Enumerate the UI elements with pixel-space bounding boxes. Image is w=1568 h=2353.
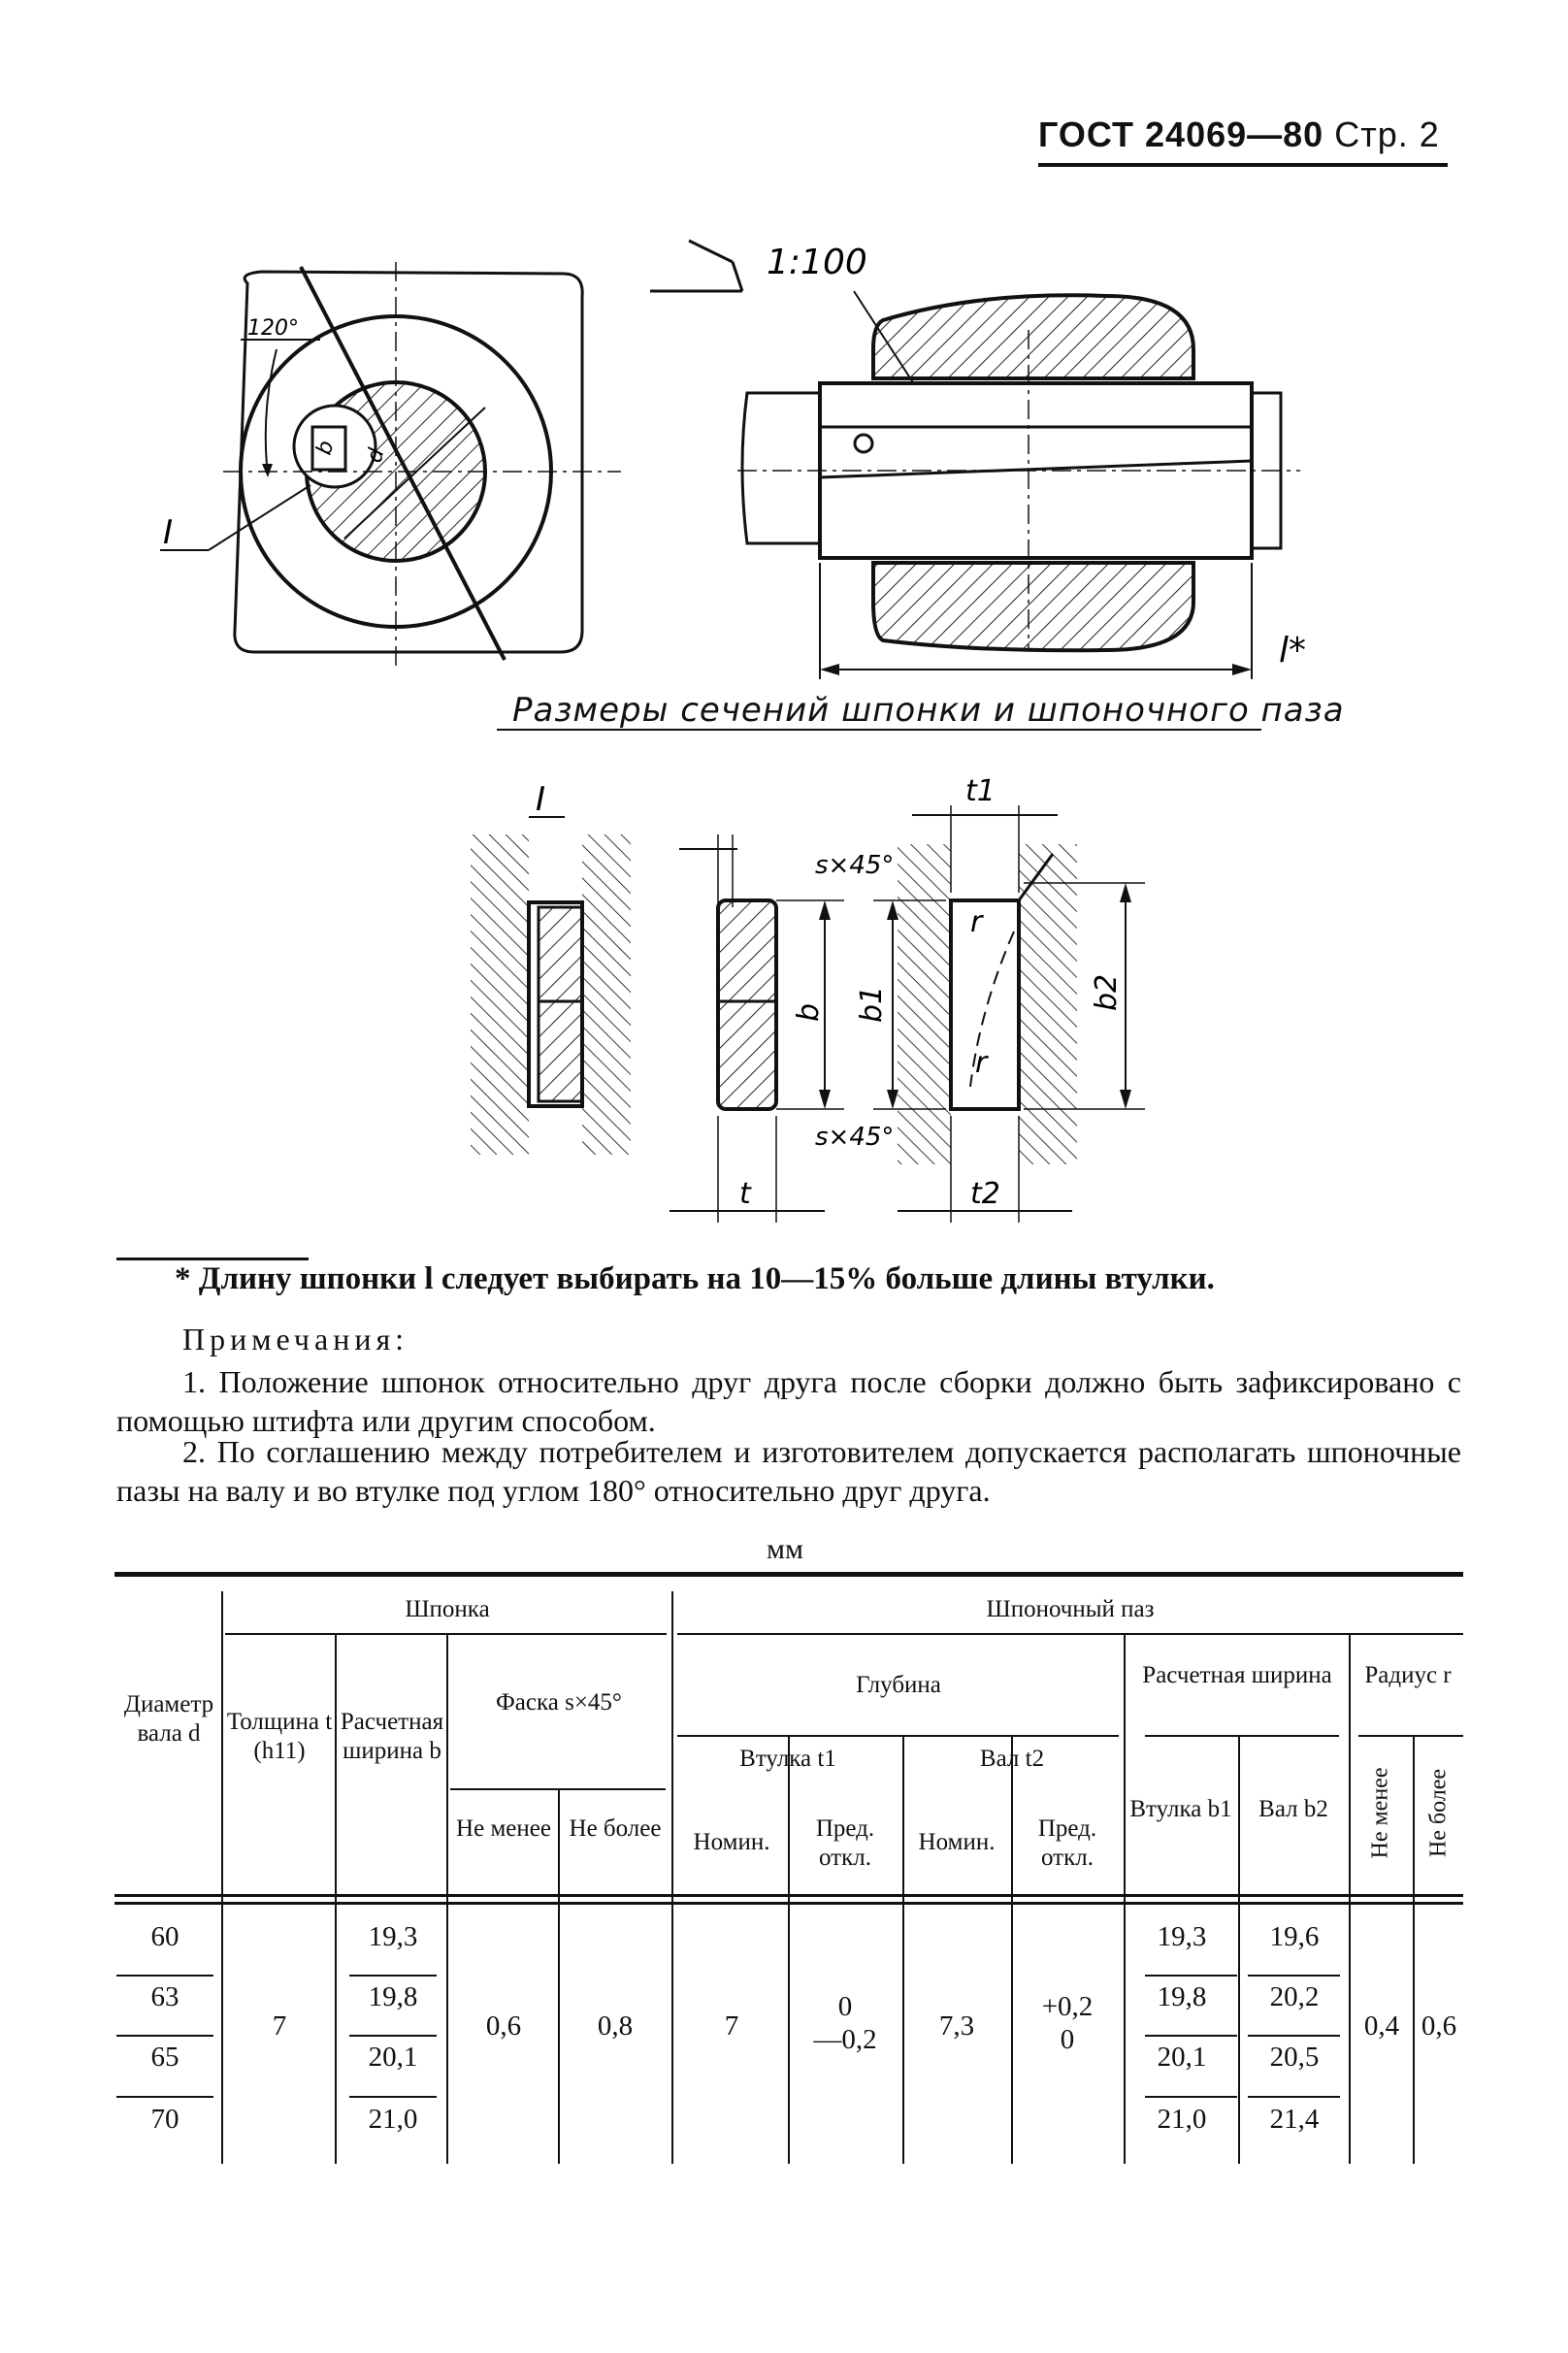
th-diameter: Диаметр вала d xyxy=(123,1691,214,1747)
th-shaft-b2: Вал b2 xyxy=(1258,1796,1328,1822)
gost-number: ГОСТ 24069—80 xyxy=(1038,114,1324,154)
th-calc-width-slot: Расчетная ширина xyxy=(1142,1662,1332,1688)
common-t: 7 xyxy=(272,2010,287,2042)
section-caption: Размеры сечений шпонки и шпоночного паза xyxy=(512,691,1345,730)
radius-top-label: r xyxy=(970,905,984,939)
th-shaft-t2: Вал t2 xyxy=(979,1746,1045,1772)
common-r-max: 0,6 xyxy=(1421,2010,1457,2042)
th-keyway: Шпоночный паз xyxy=(986,1596,1155,1622)
row-3-b1: 21,0 xyxy=(1157,2104,1207,2135)
row-3-b: 21,0 xyxy=(368,2104,418,2135)
row-2-b1: 20,1 xyxy=(1157,2042,1207,2073)
dim-t2-label: t2 xyxy=(970,1177,1000,1211)
th-bushing-b1: Втулка b1 xyxy=(1129,1796,1232,1822)
row-1-b2: 20,2 xyxy=(1269,1981,1320,2012)
length-label: l* xyxy=(1279,631,1306,670)
technical-drawing: 120° I b d 1:100 l* I xyxy=(160,239,1306,1223)
key-section: s×45° b s×45° t xyxy=(670,834,894,1223)
footnote: * Длину шпонки l следует выбирать на 10—… xyxy=(175,1261,1215,1296)
document-header: ГОСТ 24069—80 Стр. 2 xyxy=(1038,114,1455,155)
th-thickness: Толщина t (h11) xyxy=(226,1709,333,1764)
taper-label: 1:100 xyxy=(767,243,867,282)
keyway-section: t1 b1 b2 r r t2 xyxy=(855,774,1145,1223)
th-r-not-less: Не менее xyxy=(1367,1767,1393,1859)
footnote-rule xyxy=(116,1258,309,1260)
th-key: Шпонка xyxy=(405,1596,490,1622)
th-chamfer: Фаска s×45° xyxy=(496,1689,622,1716)
common-t2-nominal: 7,3 xyxy=(938,2010,975,2042)
th-not-more: Не более xyxy=(569,1815,662,1842)
view-mark-label: I xyxy=(163,513,173,552)
common-t1-nominal: 7 xyxy=(724,2010,739,2042)
common-r-min: 0,4 xyxy=(1363,2010,1400,2042)
th-not-less: Не менее xyxy=(456,1815,551,1842)
row-1-b: 19,8 xyxy=(368,1981,418,2012)
th-bushing-t1: Втулка t1 xyxy=(739,1746,836,1772)
dim-b1-label: b1 xyxy=(855,986,889,1023)
th-radius: Радиус r xyxy=(1364,1662,1452,1688)
common-t1-dev-upper: 0 xyxy=(837,1991,853,2022)
unit-label: мм xyxy=(767,1533,803,1565)
row-1-d: 63 xyxy=(150,1981,180,2012)
header-rule xyxy=(1038,163,1448,167)
angle-label: 120° xyxy=(247,316,299,341)
row-1-b1: 19,8 xyxy=(1157,1981,1207,2012)
row-3-d: 70 xyxy=(150,2104,180,2135)
row-0-d: 60 xyxy=(150,1921,180,1952)
notes-title: Примечания: xyxy=(182,1322,409,1356)
common-s-min: 0,6 xyxy=(485,2010,522,2042)
chamfer-label-bottom: s×45° xyxy=(815,1123,894,1152)
page-number: Стр. 2 xyxy=(1334,114,1440,154)
dim-b-label: b xyxy=(312,439,340,458)
th-t2-nominal: Номин. xyxy=(918,1829,996,1855)
note-1: 1. Положение шпонок относительно друг др… xyxy=(116,1364,1461,1438)
dim-b-key-label: b xyxy=(792,1003,826,1022)
radius-bottom-label: r xyxy=(975,1046,989,1080)
note-2: 2. По соглашению между потребителем и из… xyxy=(116,1434,1461,1508)
th-depth: Глубина xyxy=(856,1672,941,1698)
common-s-max: 0,8 xyxy=(597,2010,634,2042)
dim-t1-label: t1 xyxy=(965,774,996,808)
row-0-b2: 19,6 xyxy=(1269,1921,1320,1952)
common-t2-dev-lower: 0 xyxy=(1060,2024,1075,2055)
row-2-b2: 20,5 xyxy=(1269,2042,1320,2073)
dim-t-label: t xyxy=(739,1177,752,1211)
assembly-view: 1:100 l* xyxy=(497,239,1306,731)
detail-view-i: I xyxy=(471,780,631,1155)
common-t1-dev-lower: —0,2 xyxy=(813,2024,877,2055)
th-calc-width: Расчетная ширина b xyxy=(340,1709,444,1764)
th-t1-deviation: Пред. откл. xyxy=(815,1815,875,1871)
th-r-not-more: Не более xyxy=(1425,1768,1452,1858)
row-0-b: 19,3 xyxy=(368,1921,418,1952)
th-t2-deviation: Пред. откл. xyxy=(1037,1815,1097,1871)
dim-b2-label: b2 xyxy=(1090,974,1124,1011)
th-t1-nominal: Номин. xyxy=(693,1829,770,1855)
detail-mark-label: I xyxy=(536,780,545,819)
row-2-b: 20,1 xyxy=(368,2042,418,2073)
common-t2-dev-upper: +0,2 xyxy=(1041,1991,1094,2022)
cross-section-view: 120° I b d xyxy=(160,262,621,670)
row-3-b2: 21,4 xyxy=(1269,2104,1320,2135)
row-2-d: 65 xyxy=(150,2042,180,2073)
chamfer-label-top: s×45° xyxy=(815,851,894,880)
row-0-b1: 19,3 xyxy=(1157,1921,1207,1952)
